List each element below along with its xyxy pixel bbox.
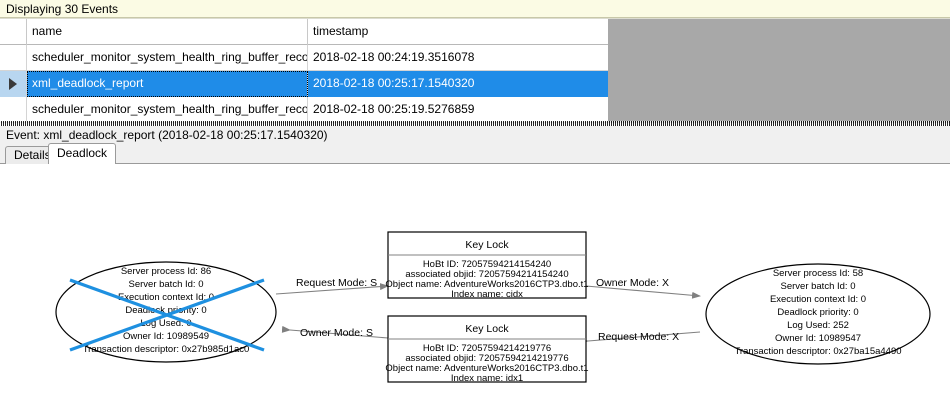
edge-owner-mode-x-top: Owner Mode: X [585,277,701,299]
grid-header-timestamp[interactable]: timestamp [313,24,369,38]
resource-top-line-3: Index name: cidx [451,289,523,300]
process-right-line-5: Owner Id: 10989547 [775,333,861,344]
table-row-selected[interactable]: xml_deadlock_report 2018-02-18 00:25:17.… [0,71,608,97]
process-right-line-1: Server batch Id: 0 [781,281,856,292]
process-right-line-0: Server process Id: 58 [773,268,863,279]
row-timestamp[interactable]: 2018-02-18 00:25:19.5276859 [313,102,475,116]
process-left-line-2: Execution context Id: 0 [118,292,214,303]
displaying-events-label: Displaying 30 Events [6,2,119,16]
process-left-line-3: Deadlock priority: 0 [125,305,206,316]
process-left-line-6: Transaction descriptor: 0x27b985d1ac0 [83,344,250,355]
event-detail-title: Event: xml_deadlock_report (2018-02-18 0… [6,128,328,142]
resource-bottom-line-2: Object name: AdventureWorks2016CTP3.dbo.… [385,363,588,374]
resource-bottom-line-0: HoBt ID: 72057594214219776 [423,343,551,354]
row-name[interactable]: xml_deadlock_report [27,71,308,97]
deadlock-graph-canvas[interactable]: Request Mode: S Owner Mode: X Owner Mode… [0,164,950,400]
row-name[interactable]: scheduler_monitor_system_health_ring_buf… [27,97,308,123]
table-row[interactable]: scheduler_monitor_system_health_ring_buf… [0,97,608,123]
tab-details[interactable]: Details [5,146,60,164]
row-timestamp[interactable]: 2018-02-18 00:24:19.3516078 [313,50,475,64]
process-left-line-5: Owner Id: 10989549 [123,331,209,342]
row-selector[interactable] [0,45,27,71]
displaying-events-bar: Displaying 30 Events [0,0,950,18]
edge-label-bottom-right: Request Mode: X [598,331,679,343]
process-node-left[interactable]: Server process Id: 86 Server batch Id: 0… [55,261,277,363]
edge-request-mode-s-top: Request Mode: S [275,277,389,295]
events-grid-area: name timestamp scheduler_monitor_system_… [0,18,950,123]
row-name[interactable]: scheduler_monitor_system_health_ring_buf… [27,45,308,71]
grid-header-name[interactable]: name [27,19,308,45]
current-row-arrow-icon [9,78,17,90]
row-selector-current[interactable] [0,71,27,97]
resource-node-key-lock-bottom[interactable]: Key Lock HoBt ID: 72057594214219776 asso… [385,315,589,384]
resource-top-line-1: associated objid: 72057594214154240 [405,269,568,280]
event-detail-header: Event: xml_deadlock_report (2018-02-18 0… [0,126,950,144]
row-timestamp[interactable]: 2018-02-18 00:25:17.1540320 [308,71,608,97]
resource-bottom-line-3: Index name: idx1 [451,373,523,384]
detail-tabstrip: Details Deadlock [0,143,950,164]
resource-top-line-0: HoBt ID: 72057594214154240 [423,259,551,270]
process-right-line-3: Deadlock priority: 0 [777,307,858,318]
process-right-line-4: Log Used: 252 [787,320,849,331]
process-left-line-4: Log Used: 0 [140,318,191,329]
events-grid[interactable]: name timestamp scheduler_monitor_system_… [0,19,608,123]
process-left-line-1: Server batch Id: 0 [129,279,204,290]
grid-header-selector [0,19,27,45]
grid-header-row: name timestamp [0,19,608,45]
resource-top-line-2: Object name: AdventureWorks2016CTP3.dbo.… [385,279,588,290]
table-row[interactable]: scheduler_monitor_system_health_ring_buf… [0,45,608,71]
deadlock-victim-x-icon [69,278,265,352]
tab-deadlock[interactable]: Deadlock [48,143,117,164]
resource-bottom-line-1: associated objid: 72057594214219776 [405,353,568,364]
edge-request-mode-x-bottom: Request Mode: X [579,331,701,346]
edge-owner-mode-s-bottom: Owner Mode: S [281,325,389,339]
edge-label-top-right: Owner Mode: X [596,277,669,289]
horizontal-splitter[interactable] [0,121,950,126]
process-left-line-0: Server process Id: 86 [121,266,211,277]
process-right-line-6: Transaction descriptor: 0x27ba15a4490 [734,346,901,357]
resource-bottom-title: Key Lock [465,323,509,335]
edge-label-top-left: Request Mode: S [296,277,377,289]
row-selector[interactable] [0,97,27,123]
process-node-right[interactable]: Server process Id: 58 Server batch Id: 0… [705,263,931,365]
resource-top-title: Key Lock [465,239,509,251]
resource-node-key-lock-top[interactable]: Key Lock HoBt ID: 72057594214154240 asso… [385,231,589,300]
process-right-line-2: Execution context Id: 0 [770,294,866,305]
edge-label-bottom-left: Owner Mode: S [300,327,373,339]
